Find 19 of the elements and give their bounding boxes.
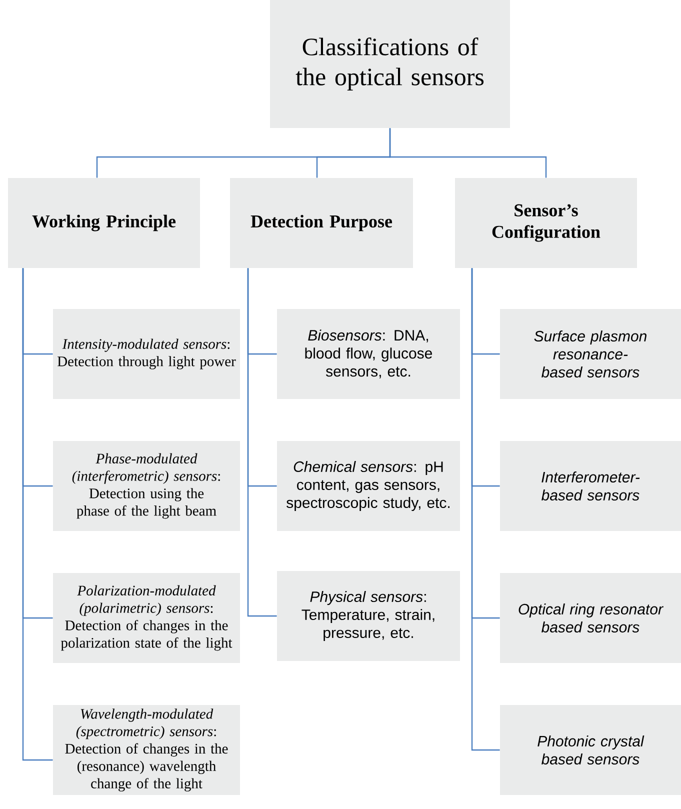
item-box: Photonic crystal based sensors <box>500 705 681 795</box>
item-box: Phase-modulated (interferometric) sensors: Detection using the phase of the light beam <box>53 441 240 531</box>
item-box: Intensity-modulated sensors: Detection through light power <box>53 309 240 399</box>
connector-line <box>471 268 500 751</box>
item-box: Optical ring resonator based sensors <box>500 573 681 663</box>
connector-line <box>389 128 547 178</box>
category-box: Working Principle <box>8 178 200 268</box>
category-box: Detection Purpose <box>230 178 413 268</box>
connector-line <box>247 268 277 617</box>
item-box: Polarization-modulated (polarimetric) sensors: Detection of changes in the polarization state of the light <box>53 573 240 663</box>
item-box: Physical sensors: Temperature, strain, pressure, etc. <box>277 571 460 661</box>
item-box: Wavelength-modulated (spectrometric) sensors: Detection of changes in the (resonance) wavelength change of the light <box>53 705 240 795</box>
item-box: Chemical sensors: pH content, gas sensors, spectroscopic study, etc. <box>277 441 460 531</box>
item-box: Surface plasmon resonance-based sensors <box>500 309 681 399</box>
item-box: Biosensors: DNA, blood flow, glucose sensors, etc. <box>277 309 460 399</box>
category-box: Sensor’s Configuration <box>455 178 637 268</box>
title-box: Classifications of the optical sensors <box>270 0 510 128</box>
item-box: Interferometer-based sensors <box>500 441 681 531</box>
connector-line <box>22 268 53 761</box>
